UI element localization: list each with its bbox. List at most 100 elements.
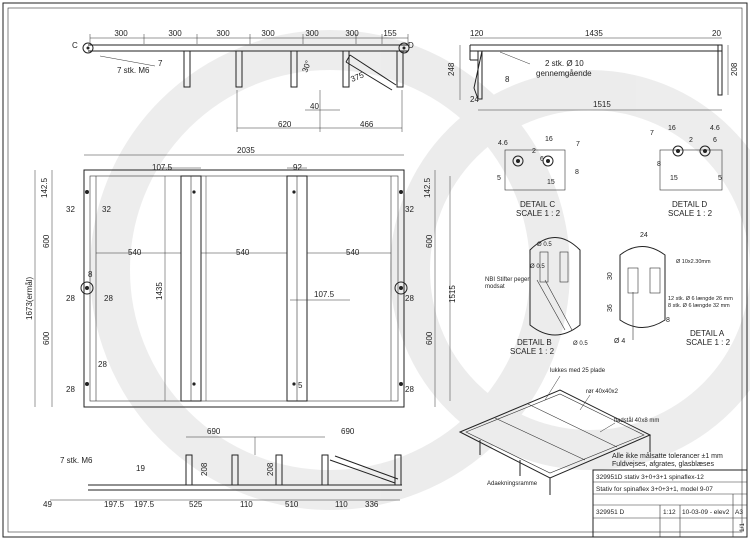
iso-ror: rør 40x40x2 [586,389,619,395]
plan-d142-5-left: 142.5 [40,177,49,198]
plan-d540a: 540 [128,248,142,257]
bottom-d208b: 208 [266,462,275,476]
side-d208: 208 [730,62,739,76]
plan-d1515: 1515 [448,285,457,303]
note-line-1: Alle ikke målsatte tolerancer ±1 mm [612,452,723,460]
detail-b-note: NBI Stifter peger [485,277,529,283]
plan-d600-left-1: 600 [42,234,51,248]
side-d120: 120 [470,29,484,38]
plan-d107-5a: 107.5 [152,163,173,172]
detail-a-30: 30 [607,272,614,280]
detail-c-scale: SCALE 1 : 2 [516,209,561,218]
bottom-bolts: 7 stk. M6 [60,456,93,465]
top-span-6: 300 [345,29,359,38]
top-d466: 466 [360,120,374,129]
plan-d600-left-2: 600 [42,331,51,345]
detail-c-16: 16 [545,136,553,143]
detail-a-thread: Ø 10x2.30mm [676,259,711,265]
detail-b-d05a: Ø 0.5 [537,242,552,248]
side-holes2: gennemgående [536,69,592,78]
plan-d32a: 32 [66,205,75,214]
side-d8: 8 [505,75,510,84]
sheet-inner-border [7,7,743,533]
plan-d1435: 1435 [155,282,164,300]
detail-b-d05b: Ø 0.5 [530,264,545,270]
bottom-dim-336: 336 [365,500,379,509]
detail-c: 4.6 16 2 6 7 8 15 5 DETAIL C SCALE 1 : 2 [497,136,580,218]
bottom-d690a: 690 [207,427,221,436]
side-holes: 2 stk. Ø 10 [545,59,584,68]
note-line-2: Fuldvejses, afgrates, glasblæses [612,461,714,468]
detail-d-16: 16 [668,125,676,132]
label-c: C [72,41,78,50]
side-d1515: 1515 [593,100,611,109]
detail-c-2: 2 [532,148,536,155]
detail-b-d05c: Ø 0.5 [573,341,588,347]
top-small: 7 [158,59,163,68]
bottom-view: 7 stk. M6 690 690 19 208 208 49 197.5 19… [43,427,402,509]
detail-d-8: 8 [657,161,661,168]
detail-d: 7 16 4.6 2 6 8 15 5 DETAIL D SCALE 1 : 2 [650,125,723,218]
side-d1435: 1435 [585,29,603,38]
detail-a-8: 8 [666,317,670,324]
detail-c-7: 7 [576,141,580,148]
title-row-1: 329951D stativ 3+0+3+1 spinaflex-12 [596,474,704,481]
detail-a-title: DETAIL A [690,329,725,338]
title-number: 329951 D [596,509,624,516]
top-d40: 40 [310,102,319,111]
plan-d28f: 28 [405,385,414,394]
bottom-d690b: 690 [341,427,355,436]
top-bolts: 7 stk. M6 [117,66,150,75]
plan-d600-right-1: 600 [425,234,434,248]
bottom-d208a: 208 [200,462,209,476]
bottom-dim-197-5b: 197.5 [134,500,155,509]
title-row-2: Stativ for spinaflex 3+0+3+1, model 9-07 [596,486,713,493]
top-d620: 620 [278,120,292,129]
detail-d-46: 4.6 [710,125,720,132]
side-view-top: 120 1435 20 2 stk. Ø 10 gennemgående 248… [447,29,739,111]
detail-a: 24 30 36 8 Ø 4 Ø 10x2.30mm 12 stk. Ø 6 l… [607,232,733,347]
plan-d107-5b: 107.5 [314,290,335,299]
plan-d28d: 28 [98,360,107,369]
plan-d32c: 32 [405,205,414,214]
detail-a-d4: Ø 4 [614,338,625,345]
plan-d540c: 540 [346,248,360,257]
detail-c-46: 4.6 [498,140,508,147]
detail-a-note2: 8 stk. Ø 6 længde 32 mm [668,303,730,309]
title-block: 329951D stativ 3+0+3+1 spinaflex-12 Stat… [592,469,748,538]
detail-d-7: 7 [650,130,654,137]
detail-c-15: 15 [547,179,555,186]
title-scale: 1:12 [663,509,676,516]
detail-d-title: DETAIL D [672,200,707,209]
plan-d142-5-right: 142.5 [423,177,432,198]
detail-b: Ø 0.5 Ø 0.5 Ø 0.5 NBI Stifter peger mods… [485,237,588,356]
plan-d28b: 28 [104,294,113,303]
plan-d5: 5 [298,381,303,390]
title-sheet: 1/1 [739,523,746,532]
top-view: 300 300 300 300 300 300 155 C D 7 stk. M… [72,29,414,132]
general-notes: Alle ikke målsatte tolerancer ±1 mm Fuld… [612,452,723,468]
plan-d28c: 28 [405,294,414,303]
bottom-d19: 19 [136,464,145,473]
bottom-dim-110b: 110 [335,500,348,509]
plan-d32b: 32 [102,205,111,214]
top-span-5: 300 [305,29,319,38]
detail-a-scale: SCALE 1 : 2 [686,338,731,347]
side-d20: 20 [712,29,721,38]
side-d248: 248 [447,62,456,76]
plan-d28e: 28 [66,385,75,394]
plan-d28a: 28 [66,294,75,303]
plan-view: 2035 107.5 92 142.5 142.5 32 32 32 540 5… [25,146,457,408]
bottom-dim-197-5a: 197.5 [104,500,125,509]
side-d24: 24 [470,95,479,104]
detail-c-6: 6 [540,156,544,163]
iso-adaek: Adaekningsramme [487,481,538,487]
detail-a-note1: 12 stk. Ø 6 længde 26 mm [668,296,733,302]
plan-d8: 8 [88,270,93,279]
detail-d-5: 5 [718,175,722,182]
bottom-dim-49: 49 [43,500,52,509]
top-span-3: 300 [216,29,230,38]
plan-d2035: 2035 [237,146,255,155]
